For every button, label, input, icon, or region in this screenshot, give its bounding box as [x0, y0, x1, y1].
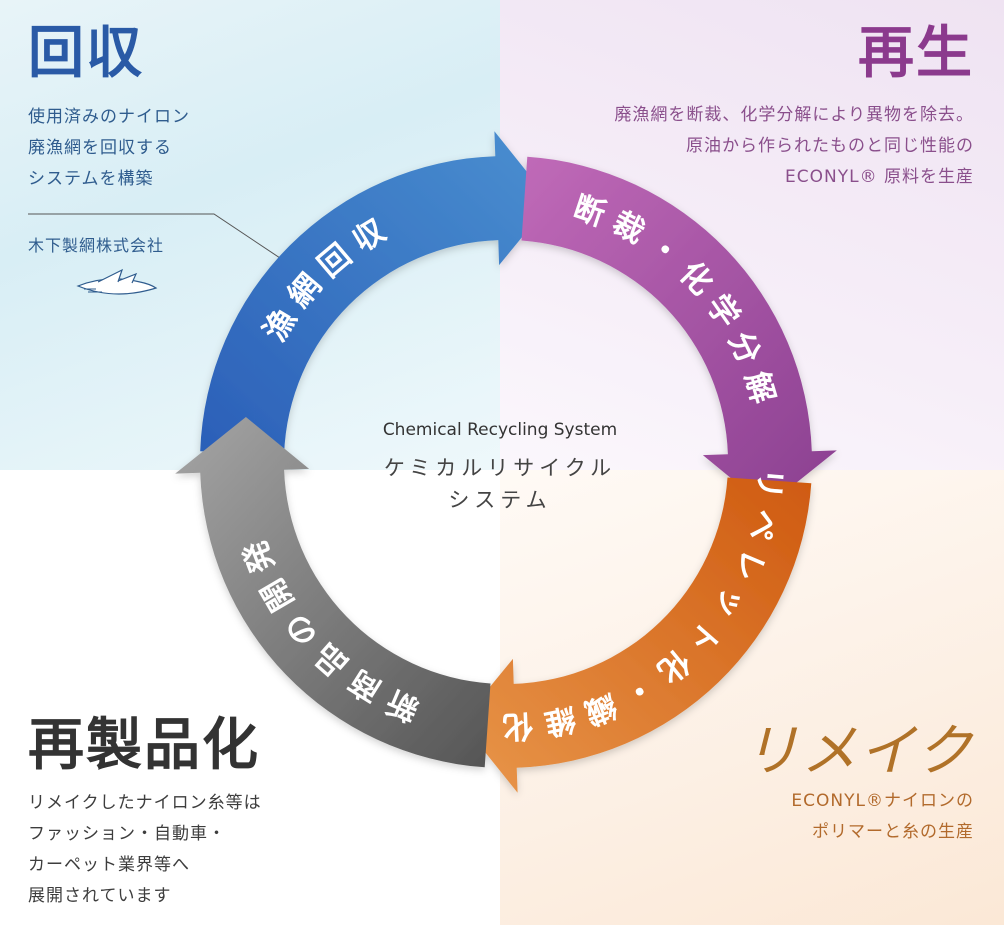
heading-reproduct: 再製品化 [28, 712, 260, 778]
center-title-japanese-line2: システム [448, 488, 552, 512]
heading-remake: リメイク [743, 719, 974, 784]
center-title-japanese-line1: ケミカルリサイクル [383, 456, 617, 480]
description-remake: ECONYL®ナイロンの ポリマーと糸の生産 [791, 791, 974, 842]
repellet-fiber-arrow [461, 477, 812, 793]
company-name: 木下製網株式会社 [28, 236, 165, 255]
description-regenerate: 廃漁網を断裁、化学分解により異物を除去。 原油から作られたものと同じ性能の EC… [614, 105, 974, 187]
description-recover: 使用済みのナイロン 廃漁網を回収する システムを構築 [28, 107, 190, 189]
heading-regenerate: 再生 [858, 20, 974, 86]
svg-text:維: 維 [541, 700, 579, 742]
cut-decompose-arrow [521, 156, 837, 507]
heading-recover: 回収 [28, 20, 144, 86]
svg-text:リ: リ [750, 466, 788, 500]
net-collection-arrow [200, 131, 551, 455]
company-leader-line [28, 213, 281, 259]
description-reproduct: リメイクしたナイロン糸等は ファッション・自動車・ カーペット業界等へ 展開され… [28, 793, 262, 906]
fish-logo-icon [76, 268, 158, 295]
svg-text:化: 化 [502, 707, 535, 744]
new-product-arrow [175, 417, 491, 768]
center-title-english: Chemical Recycling System [382, 420, 618, 440]
